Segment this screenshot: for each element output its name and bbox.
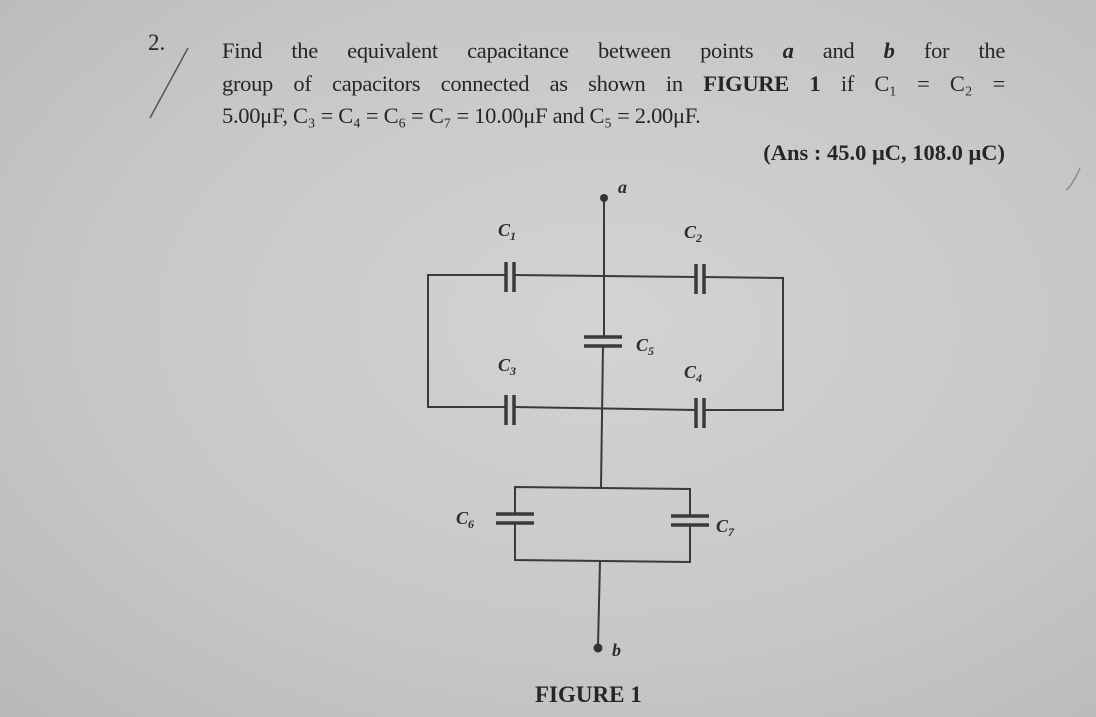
- terminal-b: [593, 643, 603, 653]
- label-c1: C1: [498, 220, 516, 243]
- capacitor-c1: [504, 262, 516, 292]
- label-c3: C3: [498, 355, 516, 378]
- label-a: a: [618, 177, 627, 197]
- capacitor-c2: [694, 264, 706, 294]
- capacitor-plates: [496, 262, 709, 527]
- question-line-3: 5.00μF, C₃ = C₄ = C₆ = C₇ = 10.00μF and …: [222, 103, 701, 128]
- capacitor-c4: [694, 398, 706, 428]
- capacitor-c5: [584, 335, 622, 348]
- label-c6: C6: [456, 508, 474, 531]
- label-b: b: [612, 640, 621, 660]
- label-c7: C7: [716, 516, 735, 539]
- question-line-1: Find the equivalent capacitance between …: [222, 38, 1005, 64]
- text: and: [822, 38, 855, 63]
- capacitor-c7: [671, 514, 709, 527]
- point-b-ref: b: [883, 38, 895, 63]
- figure-caption: FIGURE 1: [535, 682, 642, 707]
- label-c2: C2: [684, 222, 702, 245]
- point-a-ref: a: [782, 38, 794, 63]
- text: group of capacitors connected as shown i…: [222, 71, 683, 96]
- question-number: 2.: [148, 30, 166, 55]
- wires: [427, 198, 784, 647]
- capacitor-c6: [496, 512, 534, 525]
- text: for the: [923, 38, 1006, 63]
- answer: (Ans : 45.0 μC, 108.0 μC): [763, 140, 1005, 165]
- text: Find the equivalent capacitance between …: [222, 38, 754, 63]
- question-line-2: group of capacitors connected as shown i…: [222, 71, 1005, 97]
- figure-ref: FIGURE 1: [703, 71, 821, 96]
- terminal-a: [600, 194, 608, 202]
- text: if C₁ = C₂ =: [840, 71, 1006, 96]
- label-c4: C4: [684, 362, 702, 385]
- label-c5: C5: [636, 335, 654, 358]
- capacitor-c3: [504, 395, 516, 425]
